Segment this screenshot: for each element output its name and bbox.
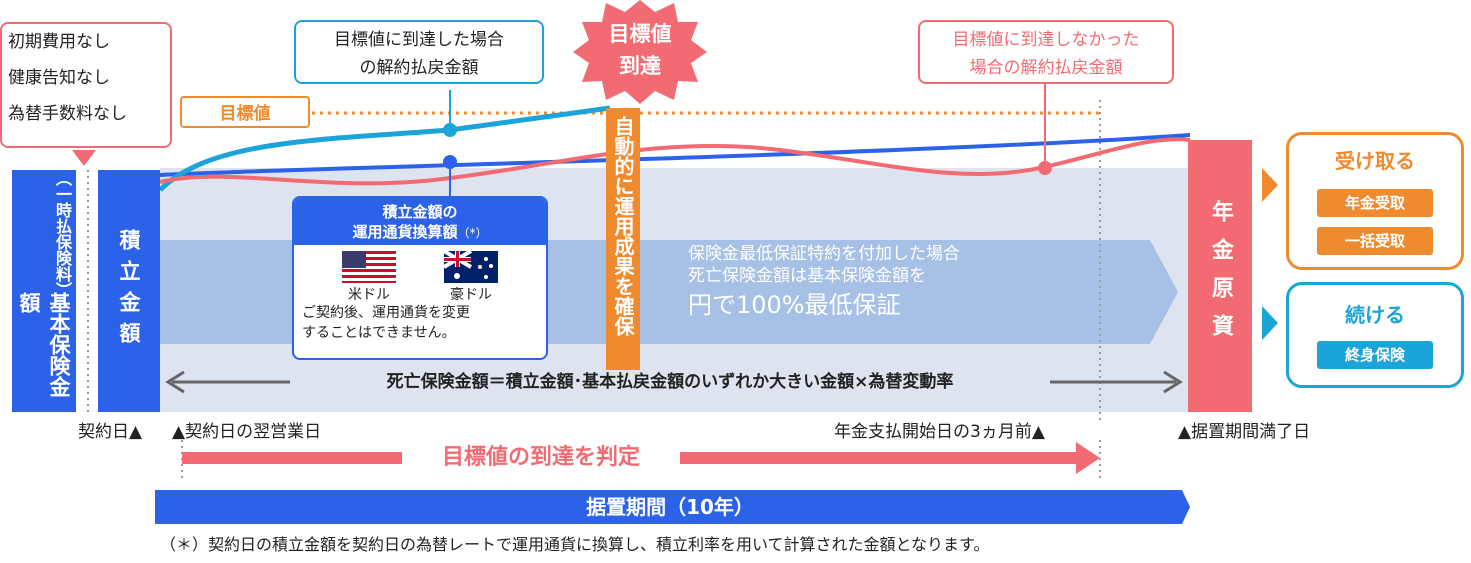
burst-text: 目標値 到達	[590, 18, 690, 82]
basic-insured-column: （一時払保険料） 基本保険金額	[12, 170, 76, 412]
not-reached-value-line	[159, 137, 1191, 186]
guarantee-emphasis: 円で100%最低保証	[688, 291, 901, 319]
one-time-premium-label: （一時払保険料）	[53, 170, 72, 298]
currency-flags: 米ドル 豪ドル	[294, 245, 546, 303]
not-reached-callout: 目標値に到達しなかった 場合の解約払戻金額	[918, 20, 1174, 84]
contract-day-label: 契約日▲	[78, 422, 143, 442]
conversion-box-header: 積立金額の 運用通貨換算額（*）	[294, 198, 546, 245]
aud-label: 豪ドル	[450, 287, 492, 303]
judge-arrow-head	[1076, 442, 1100, 474]
basic-insured-label: 基本保険金額	[17, 291, 71, 397]
not-reached-dot	[1038, 161, 1052, 175]
au-flag-icon	[442, 249, 498, 283]
accumulated-label: 積立金額	[117, 229, 141, 353]
three-months-before-label: 年金支払開始日の3ヵ月前▲	[834, 422, 1045, 442]
not-reached-callout-line: 場合の解約払戻金額	[969, 58, 1123, 78]
conversion-title-line: 運用通貨換算額	[352, 223, 458, 241]
target-label-tag: 目標値	[180, 96, 310, 128]
not-reached-callout-line: 目標値に到達しなかった	[952, 30, 1140, 50]
guarantee-text: 保険金最低保証特約を付加した場合 死亡保険金額は基本保険金額を 円で100%最低…	[688, 243, 960, 323]
conversion-note: ご契約後、運用通貨を変更 することはできません。	[294, 303, 546, 343]
guarantee-line: 保険金最低保証特約を付加した場合	[688, 244, 960, 264]
annuity-receive-option: 年金受取	[1317, 189, 1433, 217]
accumulated-column: 積立金額	[98, 170, 160, 412]
conversion-note-line: ご契約後、運用通貨を変更	[302, 305, 470, 321]
auto-secure-bar: 自動的に運用成果を確保	[606, 108, 640, 370]
features-pointer	[72, 150, 96, 166]
guarantee-line: 死亡保険金額は基本保険金額を	[688, 266, 926, 286]
receive-title: 受け取る	[1335, 149, 1415, 173]
death-benefit-arrow-right-head	[1163, 370, 1183, 394]
judge-arrow-left	[182, 452, 402, 464]
reached-callout-line: の解約払戻金額	[359, 58, 479, 78]
conversion-box: 積立金額の 運用通貨換算額（*） 米ドル 豪ドル	[292, 196, 548, 360]
reached-dot	[443, 123, 457, 137]
aud-item: 豪ドル	[442, 249, 498, 303]
deferral-period-label: 据置期間（10年）	[586, 495, 754, 519]
next-business-day-label: ▲契約日の翌営業日	[172, 422, 322, 442]
usd-item: 米ドル	[342, 251, 396, 303]
features-callout: 初期費用なし 健康告知なし 為替手数料なし	[0, 22, 172, 148]
receive-box: 受け取る 年金受取 一括受取	[1286, 132, 1464, 270]
conversion-dot	[443, 155, 457, 169]
auto-secure-label: 自動的に運用成果を確保	[611, 116, 635, 336]
us-flag-icon	[342, 251, 396, 283]
reached-value-line	[158, 105, 611, 192]
conversion-note-line: することはできません。	[302, 325, 456, 341]
burst-line: 目標値	[608, 22, 672, 46]
annuity-capital-column: 年金原資	[1188, 140, 1252, 412]
death-benefit-formula: 死亡保険金額＝積立金額･基本払戻金額のいずれか大きい金額×為替変動率	[290, 370, 1050, 394]
footnote: （＊）契約日の積立金額を契約日の為替レートで運用通貨に換算し、積立利率を用いて計…	[160, 535, 990, 554]
deferral-period-bar	[155, 490, 1190, 524]
death-benefit-arrow-left-head	[165, 370, 185, 394]
judge-arrow-right	[680, 452, 1080, 464]
conversion-title-line: 積立金額の	[382, 203, 458, 221]
feature-item: 初期費用なし	[8, 32, 110, 52]
annuity-capital-label: 年金原資	[1208, 200, 1233, 352]
continue-title: 続ける	[1345, 303, 1405, 327]
judge-label: 目標値の到達を判定	[441, 445, 640, 470]
usd-label: 米ドル	[348, 287, 390, 303]
target-reached-burst	[573, 0, 707, 104]
reached-callout: 目標値に到達した場合 の解約払戻金額	[294, 20, 544, 84]
receive-chevron	[1262, 168, 1278, 202]
continue-box: 続ける 終身保険	[1286, 282, 1464, 388]
lump-sum-option: 一括受取	[1317, 227, 1433, 255]
reached-callout-line: 目標値に到達した場合	[334, 30, 504, 50]
asterisk-mark: （*）	[457, 226, 488, 240]
feature-item: 健康告知なし	[8, 68, 110, 88]
deferral-end-label: ▲据置期間満了日	[1178, 422, 1311, 442]
burst-line: 到達	[619, 54, 661, 78]
feature-item: 為替手数料なし	[8, 104, 127, 124]
continue-chevron	[1262, 306, 1278, 340]
whole-life-option: 終身保険	[1317, 341, 1433, 369]
